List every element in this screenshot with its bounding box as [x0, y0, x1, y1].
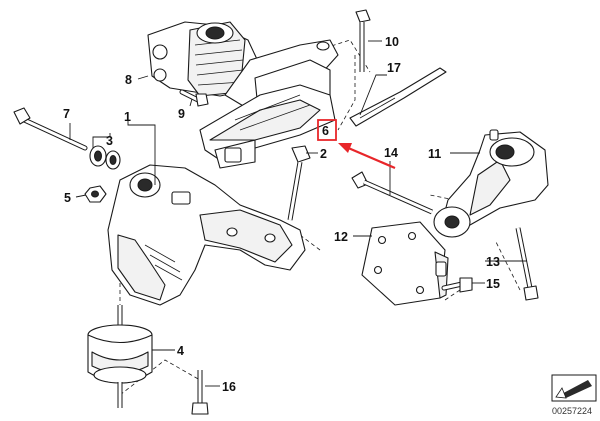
highlight-arrow: [338, 143, 396, 170]
callout-12[interactable]: 12: [334, 230, 348, 244]
callout-5[interactable]: 5: [64, 191, 71, 205]
callout-9[interactable]: 9: [178, 107, 185, 121]
part-6-highlight-box: [317, 119, 337, 141]
part-6-gearbox-bracket: [199, 84, 336, 169]
part-14-bolt: [351, 171, 434, 215]
part-13-bolt: [515, 227, 539, 301]
part-10-bolt: [355, 9, 371, 72]
leader-lines: [69, 40, 527, 387]
part-3-bushings: [89, 145, 121, 170]
callout-7[interactable]: 7: [63, 107, 70, 121]
callout-1[interactable]: 1: [124, 110, 131, 124]
callout-16[interactable]: 16: [222, 380, 236, 394]
part-2-bolt: [287, 145, 311, 221]
part-1-engine-carrier: [107, 164, 306, 306]
part-12-plate: [361, 221, 449, 306]
part-11-rear-mount: [433, 129, 549, 238]
part-4-hydro-mount: [87, 305, 153, 408]
part-16-bolt: [191, 370, 209, 415]
part-15-bolt: [441, 277, 473, 293]
callout-3[interactable]: 3: [106, 134, 113, 148]
callout-17[interactable]: 17: [387, 61, 401, 75]
diagram-code: 00257224: [552, 406, 592, 416]
callout-6[interactable]: 6: [322, 124, 329, 138]
callout-labels: 8 9 10 17 7 1 3 5 6 2 14 11 12 13 15 4 1…: [63, 35, 500, 394]
part-7-bolt: [13, 107, 88, 151]
part-5-nut: [84, 185, 107, 203]
callout-15[interactable]: 15: [486, 277, 500, 291]
callout-14[interactable]: 14: [384, 146, 398, 160]
view-direction-icon: [551, 374, 597, 402]
callout-4[interactable]: 4: [177, 344, 184, 358]
callout-2[interactable]: 2: [320, 147, 327, 161]
callout-11[interactable]: 11: [428, 147, 441, 161]
callout-13[interactable]: 13: [486, 255, 500, 269]
part-9-bolt: [179, 89, 209, 107]
part-17-strap: [349, 67, 447, 127]
callout-10[interactable]: 10: [385, 35, 399, 49]
callout-8[interactable]: 8: [125, 73, 132, 87]
